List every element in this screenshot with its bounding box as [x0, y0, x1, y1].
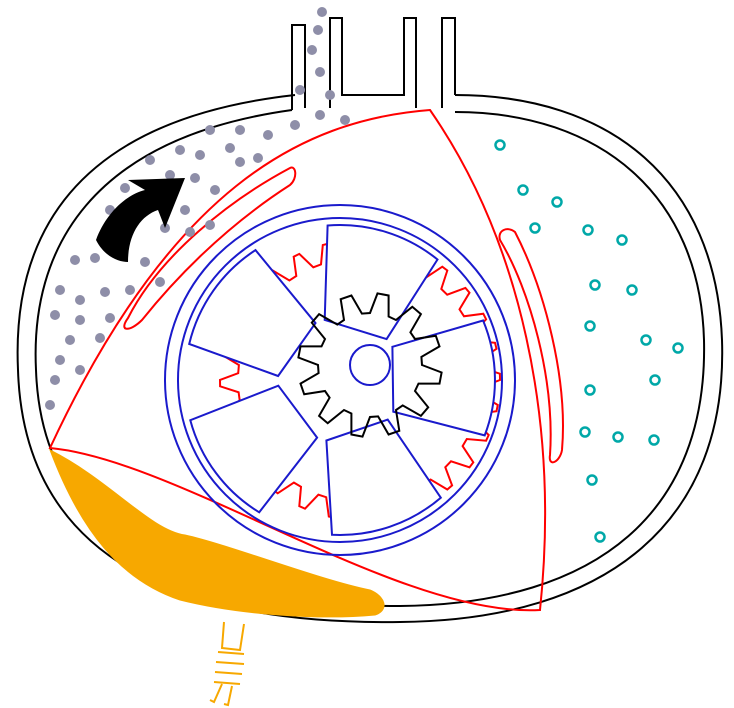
intake-charge-particle — [205, 220, 215, 230]
intake-port — [292, 18, 416, 110]
spark-plug — [210, 622, 244, 705]
intake-charge-particle — [185, 227, 195, 237]
exhaust-gas-particle — [588, 476, 597, 485]
intake-charge-particle — [210, 185, 220, 195]
intake-charge-particle — [295, 85, 305, 95]
intake-charge-particle — [340, 115, 350, 125]
intake-charge-particle — [263, 130, 273, 140]
exhaust-gas-particle — [650, 436, 659, 445]
exhaust-gas-particle — [584, 226, 593, 235]
intake-charge-particle — [75, 315, 85, 325]
exhaust-gas-particle — [651, 376, 660, 385]
exhaust-gas-particle — [586, 322, 595, 331]
exhaust-gas — [496, 141, 683, 542]
intake-charge-particle — [65, 335, 75, 345]
intake-charge-particle — [55, 285, 65, 295]
exhaust-gas-particle — [581, 428, 590, 437]
exhaust-gas-particle — [519, 186, 528, 195]
intake-charge-particle — [90, 253, 100, 263]
intake-charge-particle — [95, 333, 105, 343]
intake-charge-particle — [120, 183, 130, 193]
intake-charge-particle — [315, 67, 325, 77]
intake-charge-particle — [205, 125, 215, 135]
exhaust-gas-particle — [553, 198, 562, 207]
disc-window — [392, 321, 495, 436]
exhaust-gas-particle — [531, 224, 540, 233]
intake-charge-particle — [290, 120, 300, 130]
exhaust-gas-particle — [614, 433, 623, 442]
intake-charge-particle — [105, 313, 115, 323]
intake-charge-particle — [325, 90, 335, 100]
intake-charge-particle — [315, 110, 325, 120]
intake-charge-particle — [50, 310, 60, 320]
intake-charge-particle — [317, 7, 327, 17]
exhaust-gas-particle — [642, 336, 651, 345]
intake-charge-particle — [180, 205, 190, 215]
exhaust-gas-particle — [618, 236, 627, 245]
exhaust-gas-particle — [628, 286, 637, 295]
exhaust-gas-particle — [496, 141, 505, 150]
intake-charge-particle — [140, 257, 150, 267]
output-shaft — [350, 345, 390, 385]
intake-charge-particle — [313, 25, 323, 35]
intake-charge-particle — [45, 400, 55, 410]
intake-charge-particle — [55, 355, 65, 365]
intake-charge-particle — [145, 155, 155, 165]
intake-charge-particle — [175, 145, 185, 155]
disc-window — [189, 250, 315, 376]
exhaust-port — [442, 18, 455, 108]
intake-charge-particle — [235, 125, 245, 135]
intake-charge-particle — [190, 173, 200, 183]
intake-charge-particle — [50, 375, 60, 385]
intake-charge-particle — [75, 365, 85, 375]
intake-charge-particle — [125, 285, 135, 295]
intake-charge-particle — [235, 157, 245, 167]
exhaust-gas-particle — [591, 281, 600, 290]
intake-charge-particle — [155, 277, 165, 287]
intake-charge-particle — [307, 45, 317, 55]
intake-charge-particle — [100, 287, 110, 297]
intake-charge-particle — [70, 255, 80, 265]
intake-charge-particle — [75, 295, 85, 305]
intake-charge-particle — [225, 143, 235, 153]
disc-window — [190, 386, 317, 513]
exhaust-gas-particle — [674, 344, 683, 353]
intake-charge-particle — [253, 153, 263, 163]
exhaust-gas-particle — [596, 533, 605, 542]
intake-charge-particle — [195, 150, 205, 160]
exhaust-gas-particle — [586, 386, 595, 395]
